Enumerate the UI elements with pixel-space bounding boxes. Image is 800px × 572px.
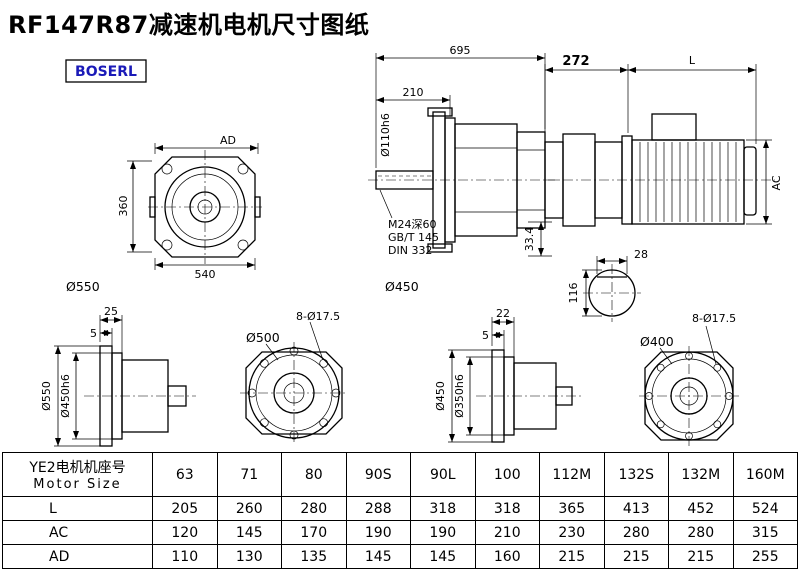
table-cell: 145 <box>345 544 411 569</box>
col-header-132m: 132M <box>668 452 734 497</box>
table-cell: 524 <box>732 496 798 521</box>
dim-272-label: 272 <box>562 54 589 69</box>
table-cell: 170 <box>281 520 347 545</box>
dim-l-label: L <box>689 54 696 67</box>
table-cell: 280 <box>668 520 734 545</box>
motor-size-header-en: Motor Size <box>33 477 122 492</box>
dim-116-label: 116 <box>567 283 580 304</box>
technical-drawing: BOSERL AD 360 <box>40 44 783 448</box>
col-header-160m: 160M <box>732 452 798 497</box>
dia-550-vert-label: Ø550 <box>40 381 53 411</box>
page-title: RF147R87减速机电机尺寸图纸 <box>8 11 370 39</box>
dim-25-label: 25 <box>104 305 118 318</box>
col-header-112m: 112M <box>539 452 605 497</box>
dia-550-label: Ø550 <box>66 279 100 294</box>
dim-540-label: 540 <box>195 268 216 281</box>
table-cell: 145 <box>410 544 476 569</box>
dia-350h6-label: Ø350h6 <box>453 374 466 418</box>
col-header-63: 63 <box>152 452 218 497</box>
table-cell: 110 <box>152 544 218 569</box>
shaft-end-section: 28 116 <box>567 248 648 322</box>
row-label-ad: AD <box>2 544 153 569</box>
motor-view: 272 L AC 28 <box>544 54 783 322</box>
table-cell: 260 <box>216 496 282 521</box>
dia-450h6-label: Ø450h6 <box>59 374 72 418</box>
bolt-pattern-label-2: 8-Ø17.5 <box>692 312 736 325</box>
motor-size-header-cell: YE2电机机座号 Motor Size <box>2 452 153 497</box>
table-cell: 452 <box>668 496 734 521</box>
dim-ac-label: AC <box>770 175 783 190</box>
col-header-71: 71 <box>216 452 282 497</box>
dim-210-label: 210 <box>403 86 424 99</box>
table-row-ad: AD 110 130 135 145 145 160 215 215 215 2… <box>2 544 798 569</box>
table-cell: 160 <box>474 544 540 569</box>
table-cell: 215 <box>668 544 734 569</box>
brand-logo-text: BOSERL <box>75 64 137 80</box>
table-cell: 280 <box>281 496 347 521</box>
dim-360-label: 360 <box>117 196 130 217</box>
front-view: AD 360 540 Ø550 <box>66 134 262 294</box>
table-cell: 288 <box>345 496 411 521</box>
table-cell: 210 <box>474 520 540 545</box>
brand-logo: BOSERL <box>65 59 147 83</box>
table-cell: 205 <box>152 496 218 521</box>
table-cell: 190 <box>410 520 476 545</box>
row-label-l: L <box>2 496 153 521</box>
table-cell: 280 <box>603 520 669 545</box>
thread-note: M24深60 <box>388 218 437 231</box>
din-standard-note: DIN 332 <box>388 244 432 257</box>
table-cell: 413 <box>603 496 669 521</box>
dim-5-label-2: 5 <box>482 329 489 342</box>
table-header-row: YE2电机机座号 Motor Size 63 71 80 90S 90L 100… <box>2 452 798 497</box>
col-header-90s: 90S <box>345 452 411 497</box>
side-view: 695 210 Ø110h6 M24深60 GB/T 145 DIN 332 3… <box>368 44 560 294</box>
table-row-ac: AC 120 145 170 190 190 210 230 280 280 3… <box>2 520 798 545</box>
dim-33-4-label: 33.4 <box>523 227 536 252</box>
col-header-90l: 90L <box>410 452 476 497</box>
table-cell: 318 <box>410 496 476 521</box>
dia-500-label: Ø500 <box>246 330 280 345</box>
table-row-l: L 205 260 280 288 318 318 365 413 452 52… <box>2 496 798 521</box>
table-cell: 120 <box>152 520 218 545</box>
table-cell: 145 <box>216 520 282 545</box>
dim-28-label: 28 <box>634 248 648 261</box>
bottom-view-3: 22 5 Ø450 Ø350h6 <box>434 307 584 443</box>
bottom-view-2: 8-Ø17.5 Ø500 <box>240 310 348 444</box>
table-cell: 365 <box>539 496 605 521</box>
col-header-80: 80 <box>281 452 347 497</box>
table-cell: 190 <box>345 520 411 545</box>
col-header-132s: 132S <box>603 452 669 497</box>
bottom-view-1: 25 5 Ø550 Ø450h6 <box>40 305 196 447</box>
table-cell: 318 <box>474 496 540 521</box>
table-cell: 230 <box>539 520 605 545</box>
dim-ad-label: AD <box>220 134 236 147</box>
dim-5-label-1: 5 <box>90 327 97 340</box>
table-cell: 215 <box>603 544 669 569</box>
motor-size-table: YE2电机机座号 Motor Size 63 71 80 90S 90L 100… <box>2 452 798 569</box>
bottom-view-4: 8-Ø17.5 Ø400 <box>639 312 739 448</box>
col-header-100: 100 <box>474 452 540 497</box>
shaft-dia-label: Ø110h6 <box>379 113 392 157</box>
bolt-pattern-label-1: 8-Ø17.5 <box>296 310 340 323</box>
dia-400-label: Ø400 <box>640 334 674 349</box>
dia-450-label: Ø450 <box>385 279 419 294</box>
table-cell: 255 <box>732 544 798 569</box>
dia-450-vert-label: Ø450 <box>434 381 447 411</box>
dim-22-label: 22 <box>496 307 510 320</box>
table-cell: 130 <box>216 544 282 569</box>
table-cell: 315 <box>732 520 798 545</box>
dim-695-label: 695 <box>450 44 471 57</box>
motor-size-header-cn: YE2电机机座号 <box>29 460 126 476</box>
table-cell: 215 <box>539 544 605 569</box>
table-cell: 135 <box>281 544 347 569</box>
row-label-ac: AC <box>2 520 153 545</box>
gb-standard-note: GB/T 145 <box>388 231 439 244</box>
